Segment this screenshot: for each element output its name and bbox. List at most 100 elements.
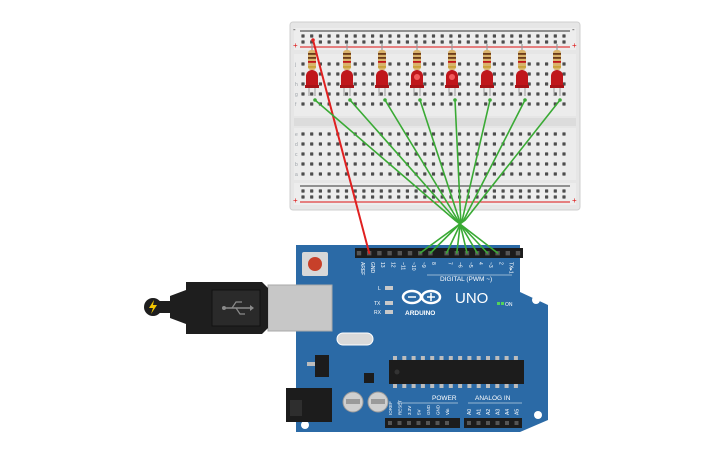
rail-hole[interactable] <box>527 195 531 199</box>
rail-hole[interactable] <box>379 40 383 44</box>
breadboard-hole[interactable] <box>545 92 549 96</box>
breadboard-hole[interactable] <box>553 132 557 136</box>
breadboard-hole[interactable] <box>466 162 470 166</box>
rail-hole[interactable] <box>405 40 409 44</box>
led[interactable] <box>516 70 528 86</box>
breadboard-hole[interactable] <box>466 62 470 66</box>
rail-hole[interactable] <box>353 34 357 38</box>
breadboard-hole[interactable] <box>353 62 357 66</box>
rail-hole[interactable] <box>301 40 305 44</box>
breadboard-hole[interactable] <box>318 162 322 166</box>
breadboard-hole[interactable] <box>449 102 453 106</box>
breadboard-hole[interactable] <box>353 92 357 96</box>
breadboard-hole[interactable] <box>362 72 366 76</box>
rail-hole[interactable] <box>414 40 418 44</box>
breadboard-hole[interactable] <box>371 102 375 106</box>
breadboard-hole[interactable] <box>536 152 540 156</box>
breadboard-hole[interactable] <box>371 162 375 166</box>
breadboard-hole[interactable] <box>362 172 366 176</box>
breadboard-hole[interactable] <box>545 82 549 86</box>
resistor[interactable] <box>483 50 491 70</box>
wire-signal[interactable] <box>419 99 468 254</box>
breadboard-hole[interactable] <box>397 72 401 76</box>
breadboard-hole[interactable] <box>518 152 523 156</box>
breadboard-hole[interactable] <box>310 142 314 146</box>
breadboard-hole[interactable] <box>388 172 392 176</box>
breadboard-hole[interactable] <box>353 172 357 176</box>
bottom-pin-holes[interactable] <box>388 421 519 425</box>
breadboard-hole[interactable] <box>536 72 540 76</box>
rail-hole[interactable] <box>388 34 392 38</box>
breadboard-hole[interactable] <box>344 92 349 96</box>
rail-hole[interactable] <box>344 34 349 38</box>
breadboard-hole[interactable] <box>440 132 444 136</box>
breadboard-hole[interactable] <box>466 152 470 156</box>
breadboard-hole[interactable] <box>327 62 331 66</box>
breadboard-hole[interactable] <box>536 162 540 166</box>
resistor[interactable] <box>448 50 456 70</box>
wires[interactable] <box>311 38 562 254</box>
breadboard-hole[interactable] <box>371 142 375 146</box>
header-pin[interactable] <box>388 421 392 425</box>
breadboard-hole[interactable] <box>310 92 314 96</box>
resistor[interactable] <box>308 50 316 70</box>
breadboard-hole[interactable] <box>440 152 444 156</box>
header-pin[interactable] <box>505 251 510 256</box>
breadboard-hole[interactable] <box>501 152 505 156</box>
header-pin[interactable] <box>505 421 509 425</box>
breadboard-hole[interactable] <box>484 92 488 96</box>
breadboard-hole[interactable] <box>327 172 331 176</box>
rail-hole[interactable] <box>492 195 496 199</box>
breadboard-hole[interactable] <box>501 82 505 86</box>
breadboard-hole[interactable] <box>336 162 340 166</box>
header-pin[interactable] <box>407 251 413 256</box>
rail-hole[interactable] <box>397 34 401 38</box>
breadboard-hole[interactable] <box>301 82 305 86</box>
breadboard-hole[interactable] <box>510 72 514 76</box>
rail-hole[interactable] <box>527 189 531 193</box>
breadboard-hole[interactable] <box>301 72 305 76</box>
rail-hole[interactable] <box>458 40 462 44</box>
breadboard-hole[interactable] <box>344 102 349 106</box>
breadboard-hole[interactable] <box>371 132 375 136</box>
breadboard-hole[interactable] <box>492 152 496 156</box>
wire-signal[interactable] <box>454 99 462 254</box>
breadboard-hole[interactable] <box>536 102 540 106</box>
rail-hole[interactable] <box>545 40 549 44</box>
breadboard-hole[interactable] <box>466 92 470 96</box>
breadboard-hole[interactable] <box>458 62 462 66</box>
breadboard-hole[interactable] <box>553 142 557 146</box>
breadboard-hole[interactable] <box>545 62 549 66</box>
rail-hole[interactable] <box>545 34 549 38</box>
breadboard-hole[interactable] <box>545 142 549 146</box>
rail-hole[interactable] <box>466 34 470 38</box>
breadboard-hole[interactable] <box>536 172 540 176</box>
breadboard-hole[interactable] <box>562 62 566 66</box>
rail-hole[interactable] <box>562 40 566 44</box>
rail-hole[interactable] <box>510 40 514 44</box>
breadboard-hole[interactable] <box>397 142 401 146</box>
breadboard-hole[interactable] <box>518 102 523 106</box>
breadboard-hole[interactable] <box>458 142 462 146</box>
header-pin[interactable] <box>397 421 402 425</box>
breadboard-hole[interactable] <box>449 172 453 176</box>
rail-hole[interactable] <box>492 189 496 193</box>
breadboard-hole[interactable] <box>449 92 453 96</box>
breadboard-hole[interactable] <box>423 82 427 86</box>
rail-hole[interactable] <box>310 189 314 193</box>
rail-hole[interactable] <box>362 34 366 38</box>
rail-hole[interactable] <box>431 40 436 44</box>
digital-header[interactable] <box>355 248 523 258</box>
breadboard-hole[interactable] <box>553 172 557 176</box>
breadboard-hole[interactable] <box>431 102 436 106</box>
breadboard-hole[interactable] <box>536 62 540 66</box>
breadboard-hole[interactable] <box>431 162 436 166</box>
wire-endpoint[interactable] <box>383 98 387 102</box>
rail-hole[interactable] <box>336 189 340 193</box>
breadboard-hole[interactable] <box>553 162 557 166</box>
breadboard-hole[interactable] <box>362 102 366 106</box>
rail-hole[interactable] <box>501 189 505 193</box>
rail-hole[interactable] <box>336 40 340 44</box>
rail-hole[interactable] <box>379 195 383 199</box>
